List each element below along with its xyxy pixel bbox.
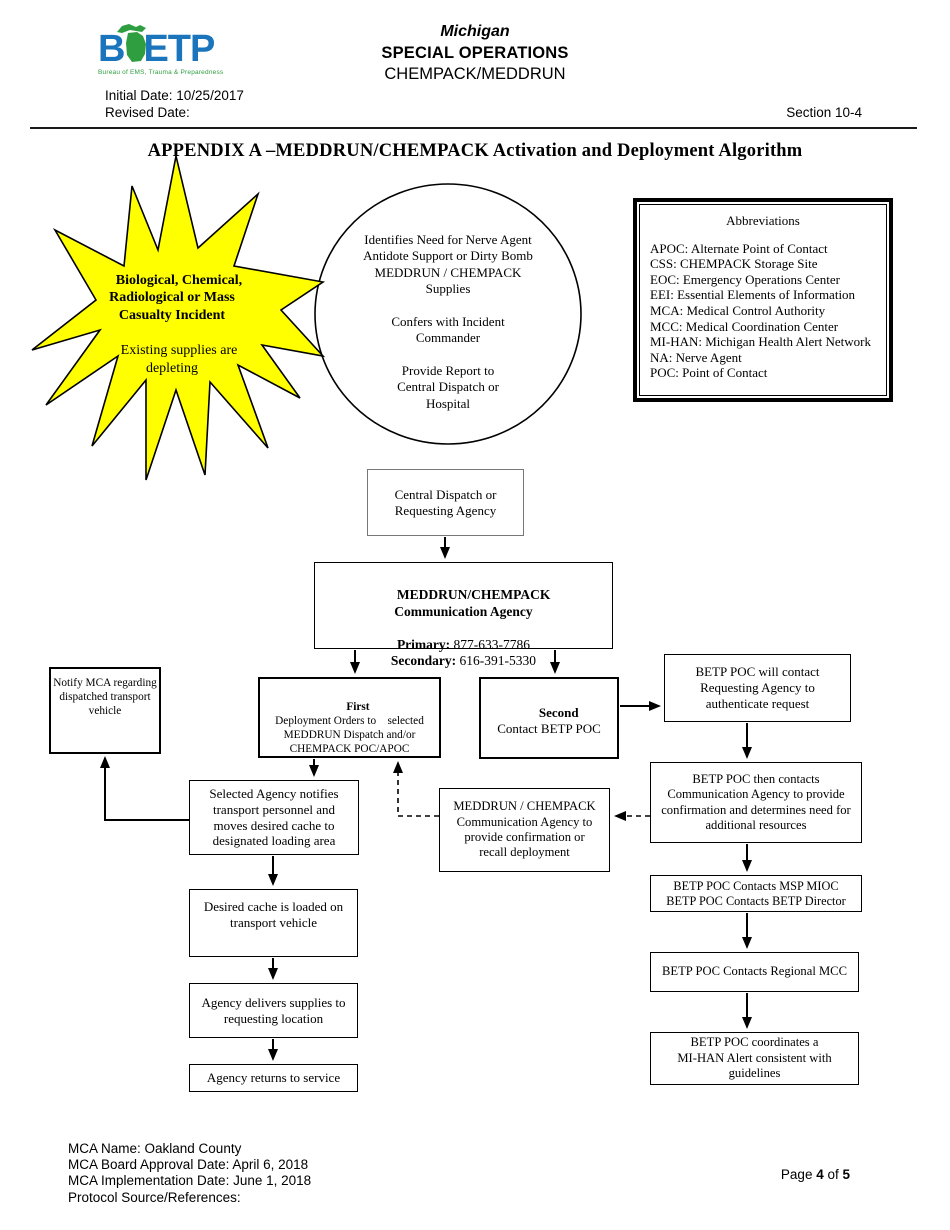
revised-date: Revised Date: xyxy=(105,105,190,120)
abbr-eei: EEI: Essential Elements of Information xyxy=(650,287,856,303)
footer-block: MCA Name: Oakland County MCA Board Appro… xyxy=(68,1141,311,1206)
mca-board-approval: MCA Board Approval Date: April 6, 2018 xyxy=(68,1157,309,1173)
abbreviations-title: Abbreviations xyxy=(726,213,800,228)
node-central-dispatch: Central Dispatch or Requesting Agency xyxy=(367,469,524,536)
abbr-poc: POC: Point of Contact xyxy=(650,365,768,381)
page-number: Page 4 of 5 xyxy=(766,1152,850,1197)
abbr-css: CSS: CHEMPACK Storage Site xyxy=(650,256,818,272)
node-then-contacts: BETP POC then contacts Communication Age… xyxy=(650,762,862,843)
logo-letter-etp: ETP xyxy=(143,28,215,70)
abbr-eoc: EOC: Emergency Operations Center xyxy=(650,271,841,287)
first-title: First xyxy=(346,701,370,714)
mca-name: MCA Name: Oakland County xyxy=(68,1141,242,1156)
incident-title: Biological, Chemical, Radiological or Ma… xyxy=(109,272,243,323)
header-protocol-name: CHEMPACK/MEDDRUN xyxy=(384,65,566,84)
node-mihan-alert: BETP POC coordinates a MI-HAN Alert cons… xyxy=(650,1032,859,1085)
node-regional-mcc: BETP POC Contacts Regional MCC xyxy=(650,952,859,992)
comm-agency-primary-value: 877-633-7786 xyxy=(450,636,531,652)
comm-agency-primary-label: Primary: xyxy=(396,636,451,652)
first-body: Deployment Orders to selected MEDDRUN Di… xyxy=(275,715,424,756)
comm-agency-secondary-label: Secondary: xyxy=(390,653,457,669)
abbreviations-box: Abbreviations APOC: Alternate Point of C… xyxy=(633,198,893,402)
header-state: Michigan xyxy=(440,23,510,40)
node-authenticate-request: BETP POC will contact Requesting Agency … xyxy=(664,654,851,722)
abbr-mihan: MI-HAN: Michigan Health Alert Network xyxy=(650,334,871,350)
abbr-mca: MCA: Medical Control Authority xyxy=(650,302,826,318)
second-body: Contact BETP POC xyxy=(497,720,601,736)
identify-need-text: Identifies Need for Nerve Agent Antidote… xyxy=(363,232,533,411)
protocol-source: Protocol Source/References: xyxy=(68,1189,241,1205)
logo-tagline: Bureau of EMS, Trauma & Preparedness xyxy=(98,69,224,76)
incident-body: Existing supplies are depleting xyxy=(120,343,238,376)
node-recall-deployment: MEDDRUN / CHEMPACK Communication Agency … xyxy=(439,788,610,872)
page-total: 5 xyxy=(842,1167,850,1182)
page-current: 4 xyxy=(816,1167,824,1182)
node-selected-agency: Selected Agency notifies transport perso… xyxy=(189,780,359,855)
michigan-map-icon xyxy=(116,20,150,66)
section-number: Section 10-4 xyxy=(786,105,862,120)
abbr-apoc: APOC: Alternate Point of Contact xyxy=(650,240,828,256)
node-notify-mca: Notify MCA regarding dispatched transpor… xyxy=(49,667,161,754)
node-agency-returns: Agency returns to service xyxy=(189,1064,358,1092)
abbr-mcc: MCC: Medical Coordination Center xyxy=(650,318,839,334)
node-agency-delivers: Agency delivers supplies to requesting l… xyxy=(189,983,358,1038)
page-prefix: Page xyxy=(780,1167,817,1182)
betp-logo: B ETP Bureau of EMS, Trauma & Preparedne… xyxy=(98,20,223,76)
header-title-block: Michigan SPECIAL OPERATIONS CHEMPACK/MED… xyxy=(0,22,950,86)
comm-agency-secondary-value: 616-391-5330 xyxy=(456,653,537,669)
page-of: of xyxy=(823,1167,843,1182)
node-desired-cache: Desired cache is loaded on transport veh… xyxy=(189,889,358,957)
header-section-name: SPECIAL OPERATIONS xyxy=(381,43,569,62)
abbr-na: NA: Nerve Agent xyxy=(650,349,742,365)
comm-agency-title: MEDDRUN/CHEMPACK Communication Agency xyxy=(394,587,551,619)
logo-letter-b: B xyxy=(98,28,125,70)
abbreviations-inner: Abbreviations APOC: Alternate Point of C… xyxy=(639,204,887,396)
betp-logo-letters: B ETP xyxy=(98,20,223,68)
incident-starburst-text: Biological, Chemical, Radiological or Ma… xyxy=(76,254,268,395)
initial-date: Initial Date: 10/25/2017 xyxy=(105,88,244,103)
appendix-title: APPENDIX A –MEDDRUN/CHEMPACK Activation … xyxy=(147,141,803,161)
mca-implementation: MCA Implementation Date: June 1, 2018 xyxy=(68,1173,312,1189)
second-title: Second xyxy=(538,704,579,720)
node-msp-mioc: BETP POC Contacts MSP MIOC BETP POC Cont… xyxy=(650,875,862,912)
header-rule xyxy=(30,127,917,129)
